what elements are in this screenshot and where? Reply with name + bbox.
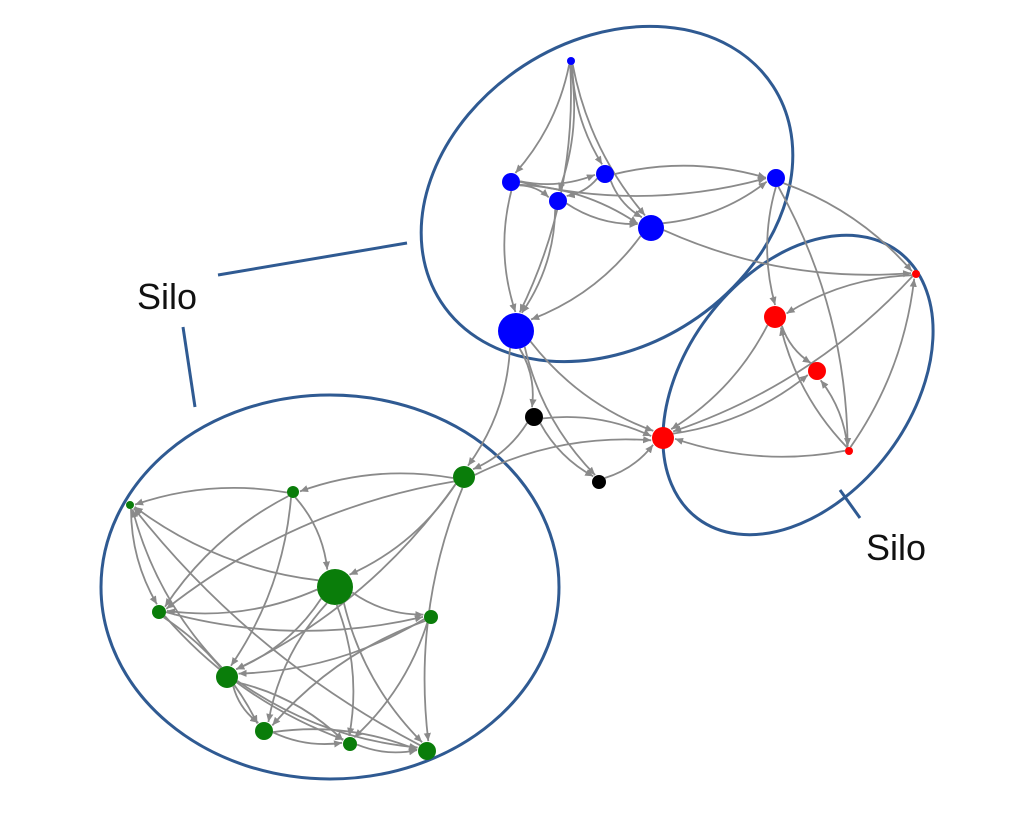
node-green-g4	[152, 605, 166, 619]
edge-k1-r4	[542, 416, 652, 437]
edge-b7-g1	[467, 347, 511, 467]
node-green-g2	[287, 486, 299, 498]
edge-b3-b4	[566, 177, 598, 199]
silo-blue-outline	[419, 24, 795, 364]
silo-green-outline	[99, 393, 561, 781]
edge-b4-b7	[521, 209, 557, 314]
edge-g3-g8	[335, 604, 355, 737]
edge-g1-g4	[165, 480, 455, 610]
edge-b5-b7	[530, 235, 642, 321]
node-red-r2	[764, 306, 786, 328]
node-blue-b3	[596, 165, 614, 183]
edge-g1-r4	[474, 436, 652, 476]
node-red-r5	[845, 447, 853, 455]
edge-g6-g9	[236, 680, 418, 751]
node-green-g6	[216, 666, 238, 688]
silo-outlines	[99, 24, 935, 781]
node-blue-b5	[638, 215, 664, 241]
silo-left-connector-bottom	[181, 326, 197, 408]
silo-right-connector	[838, 489, 862, 519]
edge-b7-k1	[518, 348, 537, 408]
edge-k2-r4	[604, 444, 654, 479]
edge-g2-g6	[230, 497, 292, 667]
edge-g1-g3	[349, 483, 457, 576]
node-blue-b2	[502, 173, 520, 191]
node-green-g1	[453, 466, 475, 488]
edges	[130, 64, 917, 756]
edge-r2-r4	[670, 324, 769, 430]
edge-r1-r2	[786, 274, 913, 315]
edge-b6-r2	[766, 186, 777, 306]
edge-g7-g8	[272, 731, 343, 748]
edge-g3-g9	[342, 602, 423, 743]
edge-b1-b5	[571, 64, 646, 216]
edge-r5-r4	[674, 437, 846, 458]
node-blue-b7	[498, 313, 534, 349]
edge-b5-r1	[663, 229, 912, 278]
edge-b4-b5	[566, 202, 638, 228]
node-green-g9	[418, 742, 436, 760]
edge-k1-g1	[472, 422, 528, 471]
node-green-g10	[126, 501, 134, 509]
edge-b7-r4	[529, 341, 654, 432]
edge-g3-g7	[266, 602, 328, 723]
edge-g5-g6	[238, 618, 425, 677]
edge-b2-b3	[519, 173, 596, 185]
edge-g1-g2	[299, 472, 454, 493]
edge-g2-g3	[294, 496, 330, 570]
edge-g3-g10	[134, 506, 319, 582]
edge-r1-r4	[672, 275, 914, 433]
node-black-k1	[525, 408, 543, 426]
node-green-g8	[343, 737, 357, 751]
edge-g5-g7	[271, 620, 426, 726]
edge-r5-r3	[819, 379, 849, 448]
edge-g3-g4	[166, 588, 318, 616]
edge-g8-g9	[356, 743, 418, 756]
edge-b2-b7	[503, 190, 517, 313]
edge-b5-b6	[663, 180, 768, 225]
node-red-r1	[912, 270, 920, 278]
node-blue-b6	[767, 169, 785, 187]
edge-b6-r1	[783, 182, 913, 272]
silo-red-outline	[661, 233, 935, 537]
node-blue-b4	[549, 192, 567, 210]
edge-g6-g7	[232, 685, 259, 724]
edge-b7-k2	[523, 346, 596, 476]
silo-label-left: Silo	[137, 276, 198, 317]
silo-left-connector-top	[217, 241, 408, 277]
edge-b3-b6	[613, 164, 767, 179]
edge-g2-g10	[134, 486, 288, 506]
node-green-g7	[255, 722, 273, 740]
edge-r4-r3	[672, 374, 809, 435]
edge-g6-g8	[236, 681, 344, 741]
edge-g6-g10	[131, 509, 223, 669]
edge-g9-g10	[133, 507, 421, 747]
edge-k1-k2	[539, 422, 594, 478]
node-green-g3	[317, 569, 353, 605]
edge-b6-r5	[777, 186, 852, 447]
edge-b1-b4	[558, 64, 576, 192]
silo-label-right: Silo	[866, 527, 927, 568]
node-black-k2	[592, 475, 606, 489]
silo-label-connectors	[181, 241, 862, 519]
edge-g3-g6	[235, 598, 322, 671]
edge-b3-b5	[609, 180, 643, 219]
edge-b1-b7	[518, 64, 572, 313]
node-green-g5	[424, 610, 438, 624]
edge-r5-r2	[779, 327, 848, 449]
edge-b2-b5	[519, 183, 639, 225]
edge-g5-g8	[353, 622, 429, 738]
edge-g7-g9	[272, 728, 418, 751]
edge-g3-g5	[351, 591, 424, 619]
node-red-r4	[652, 427, 674, 449]
edge-g10-g4	[130, 508, 158, 605]
edge-r5-r1	[849, 278, 917, 448]
nodes	[126, 57, 920, 760]
edge-g4-g5	[165, 611, 424, 632]
node-blue-b1	[567, 57, 575, 65]
node-red-r3	[808, 362, 826, 380]
edge-b1-b2	[514, 64, 571, 174]
edge-g2-g4	[164, 495, 289, 608]
